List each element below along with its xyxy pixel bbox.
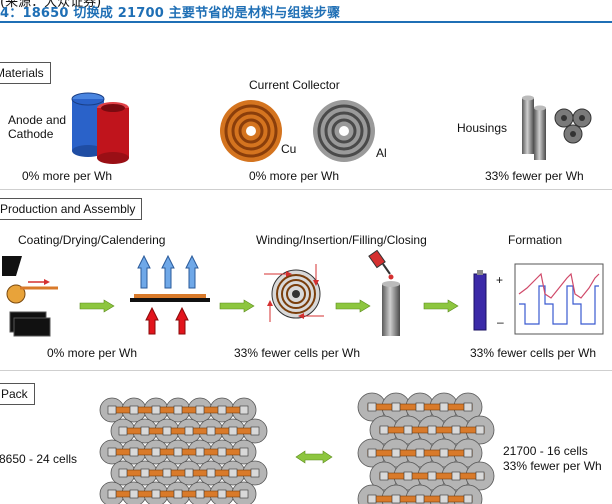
aluminium-roll-icon: [313, 100, 375, 162]
housings-cans-icon: [522, 95, 592, 160]
housings-label: Housings: [457, 121, 508, 135]
section-divider: [0, 189, 612, 190]
pack-21700-caption-2: 33% fewer per Wh: [503, 459, 602, 473]
copper-roll-icon: [220, 100, 282, 162]
formation-plus: +: [496, 273, 504, 287]
formation-minus: –: [497, 315, 504, 329]
pack-header: Pack: [0, 383, 35, 405]
title-rule: [0, 21, 612, 23]
process-arrow-icon: [335, 299, 371, 313]
cropped-top-text: (来源：大众证券): [0, 0, 102, 10]
al-label: Al: [376, 146, 387, 160]
filling-cell-icon: [368, 249, 400, 336]
process-arrow-icon: [79, 299, 115, 313]
coating-label: Coating/Drying/Calendering: [18, 233, 166, 247]
coating-machine-icon: [2, 256, 58, 337]
pack-18650-diagram-icon: [99, 397, 268, 504]
materials-header: Materials: [0, 62, 51, 84]
formation-caption: 33% fewer cells per Wh: [470, 346, 597, 360]
anode-cathode-label: Anode and Cathode: [8, 113, 67, 141]
pack-21700-caption-1: 21700 - 16 cells: [503, 444, 588, 458]
current-collector-label: Current Collector: [249, 78, 340, 92]
coating-caption: 0% more per Wh: [47, 346, 138, 360]
winding-caption: 33% fewer cells per Wh: [234, 346, 361, 360]
pack-18650-caption: 8650 - 24 cells: [0, 452, 78, 466]
housings-caption: 33% fewer per Wh: [485, 169, 584, 183]
double-arrow-icon: [295, 450, 333, 464]
process-arrow-icon: [423, 299, 459, 313]
anode-cathode-caption: 0% more per Wh: [22, 169, 113, 183]
winding-label: Winding/Insertion/Filling/Closing: [256, 233, 427, 247]
anode-cathode-cylinders-icon: [71, 92, 129, 164]
formation-cycle-plot-icon: [514, 263, 604, 335]
formation-cell-icon: [473, 270, 487, 331]
current-collector-caption: 0% more per Wh: [249, 169, 340, 183]
process-arrow-icon: [219, 299, 255, 313]
section-divider: [0, 370, 612, 371]
formation-label: Formation: [508, 233, 563, 247]
cu-label: Cu: [281, 142, 297, 156]
winding-roll-icon: [264, 264, 324, 322]
pack-21700-diagram-icon: [357, 392, 495, 504]
coating-arrows-icon: [130, 254, 210, 335]
figure-title: 4：18650 切换成 21700 主要节省的是材料与组装步骤: [0, 6, 341, 21]
production-header: Production and Assembly: [0, 198, 143, 220]
